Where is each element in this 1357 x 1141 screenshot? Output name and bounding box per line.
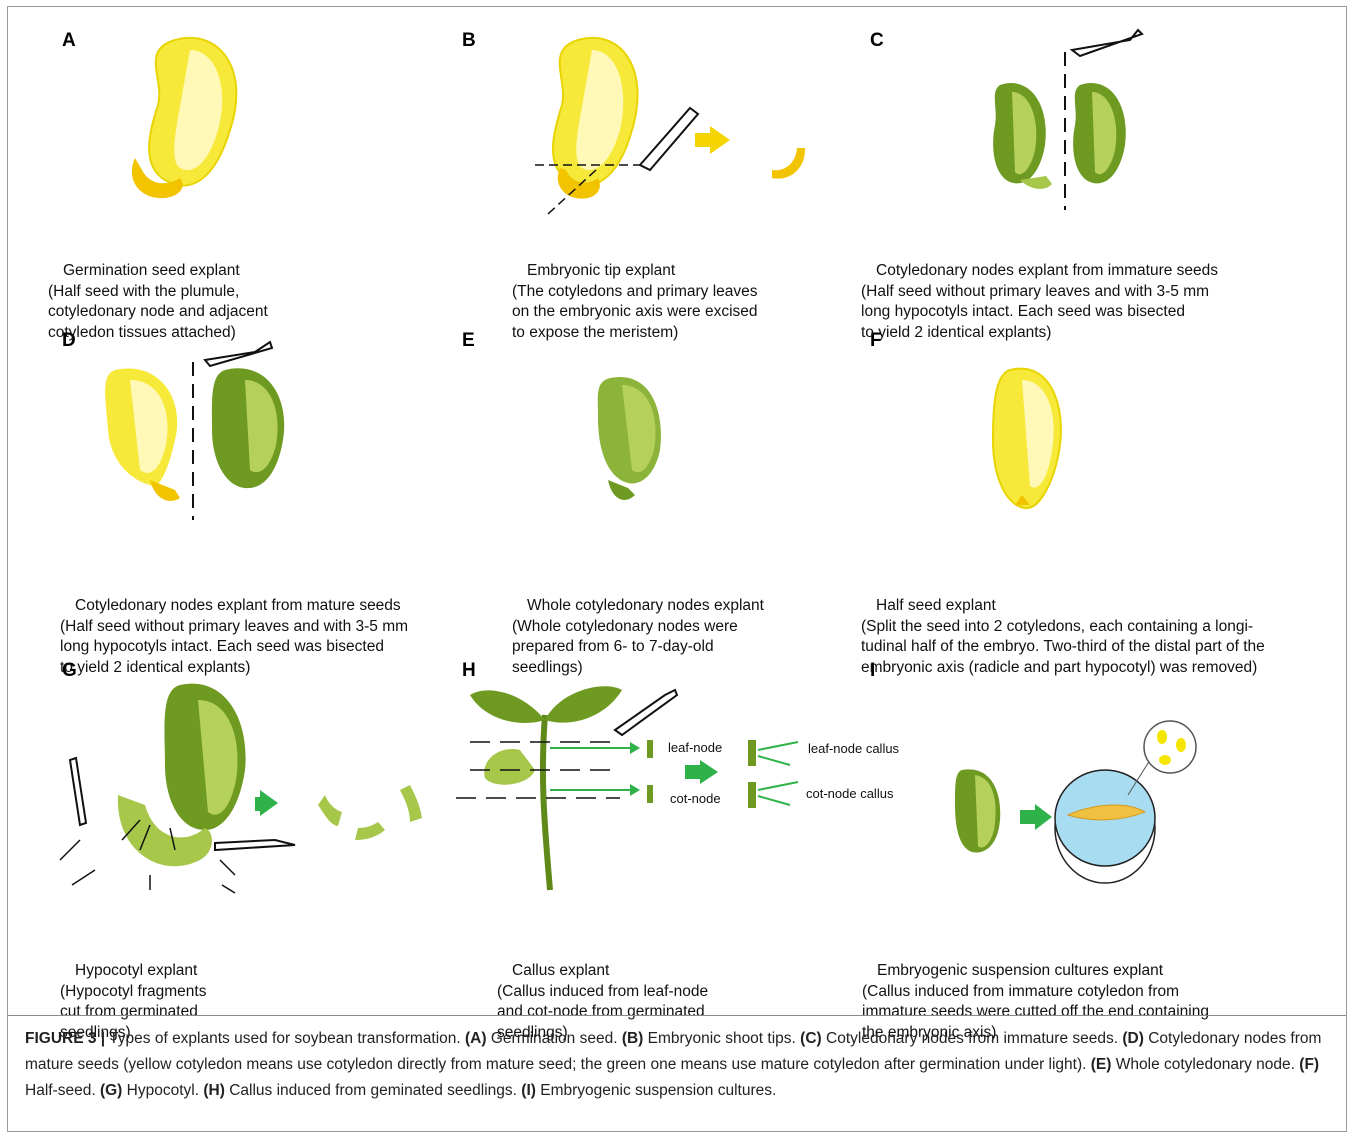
panel-label-a: A <box>62 30 76 52</box>
caption-f: Half seed explant(Split the seed into 2 … <box>861 555 1265 699</box>
caption-d: Cotyledonary nodes explant from mature s… <box>60 555 408 699</box>
caption-c: Cotyledonary nodes explant from immature… <box>861 220 1218 364</box>
seed-f-illustration <box>993 369 1061 509</box>
seed-d-illustration <box>105 342 284 520</box>
seed-b-illustration <box>535 38 805 214</box>
label-cot-node: cot-node <box>670 791 721 806</box>
seed-g-illustration <box>60 684 422 893</box>
caption-intro: Types of explants used for soybean trans… <box>109 1030 461 1047</box>
seed-h-illustration <box>456 686 798 890</box>
label-leaf-node-callus: leaf-node callus <box>808 741 899 756</box>
seed-a-illustration <box>132 38 236 198</box>
caption-b: Embryonic tip explant(The cotyledons and… <box>512 220 758 364</box>
label-cot-node-callus: cot-node callus <box>806 786 893 801</box>
seed-c-illustration <box>993 30 1142 210</box>
caption-a: Germination seed explant(Half seed with … <box>48 220 268 364</box>
panel-label-e: E <box>462 330 475 352</box>
panel-label-c: C <box>870 30 884 52</box>
figure-number: FIGURE 3 | <box>25 1030 105 1047</box>
seed-i-illustration <box>955 721 1196 883</box>
panel-label-h: H <box>462 660 476 682</box>
seed-e-illustration <box>598 377 661 500</box>
label-leaf-node: leaf-node <box>668 740 722 755</box>
caption-e: Whole cotyledonary nodes explant(Whole c… <box>512 555 764 699</box>
panel-label-b: B <box>462 30 476 52</box>
figure-caption: FIGURE 3 | Types of explants used for so… <box>25 1026 1325 1104</box>
caption-divider <box>8 1015 1346 1016</box>
